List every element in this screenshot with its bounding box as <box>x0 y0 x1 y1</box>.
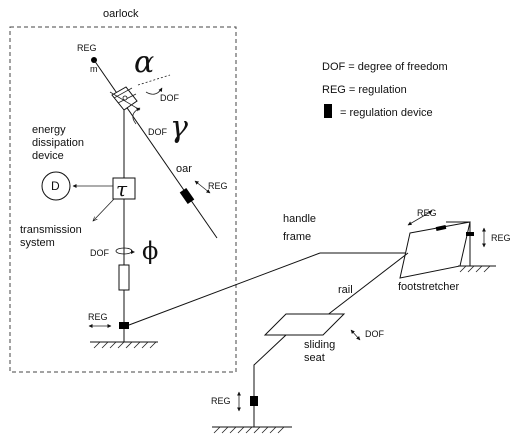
reg-label-mass: REG <box>77 43 97 53</box>
oarlock-pivot <box>109 86 141 111</box>
sliding-seat-plate <box>263 313 346 336</box>
seat-reg-label: REG <box>211 396 231 406</box>
oarlock-box <box>9 26 237 373</box>
rail-label: rail <box>338 284 353 296</box>
sliding-seat-label-2: seat <box>304 352 325 364</box>
phi-dof-arrowhead <box>131 250 135 254</box>
ground-footstretcher <box>458 265 496 273</box>
phi-symbol: ϕ <box>142 237 158 265</box>
footstretcher-height-reg-label: REG <box>491 233 511 243</box>
base-reg-label: REG <box>88 312 108 322</box>
oar-reg-label: REG <box>208 181 228 191</box>
oar-reg-arrow <box>194 180 211 194</box>
frame-label: frame <box>283 231 311 243</box>
alpha-dof-label: DOF <box>160 93 180 103</box>
d-device-label: D <box>51 179 60 193</box>
footstretcher-reg-device <box>435 225 447 231</box>
legend-device-icon <box>324 104 332 118</box>
oar-shaft <box>93 59 218 239</box>
alpha-dof-arrow <box>145 87 163 95</box>
legend-device: = regulation device <box>340 107 433 119</box>
gamma-symbol: γ <box>170 110 188 145</box>
sliding-seat-label-1: sliding <box>304 339 335 351</box>
mass-label: m <box>90 64 98 74</box>
oar-label: oar <box>176 163 192 175</box>
legend-dof: DOF = degree of freedom <box>322 61 448 73</box>
gamma-dof-label: DOF <box>148 127 168 137</box>
d-device-circle <box>41 171 71 201</box>
ground-seat <box>212 426 292 434</box>
alpha-axis <box>137 74 171 86</box>
cylinder <box>118 264 130 291</box>
transmission-label-1: transmission <box>20 224 82 236</box>
energy-label-1: energy <box>32 124 66 136</box>
energy-label-2: dissipation <box>32 137 84 149</box>
ground-oarlock <box>90 341 158 349</box>
footstretcher-height-device <box>466 232 474 236</box>
seat-post <box>253 334 287 427</box>
footstretcher-label: footstretcher <box>398 281 459 293</box>
oar-regulation-device <box>179 187 195 205</box>
transmission-arrow <box>93 198 115 221</box>
base-regulation-device <box>119 322 129 329</box>
energy-label-3: device <box>32 150 64 162</box>
handle-line <box>128 252 321 326</box>
seat-dof-label: DOF <box>365 329 385 339</box>
footstretcher-plate <box>399 221 471 279</box>
seat-dof-arrow <box>350 329 361 341</box>
footstretcher-reg-arrow <box>407 210 433 226</box>
alpha-symbol: α <box>134 45 154 80</box>
tau-symbol: τ <box>116 177 128 201</box>
phi-dof-label: DOF <box>90 248 110 258</box>
transmission-label-2: system <box>20 237 55 249</box>
seat-reg-device <box>250 396 258 406</box>
oarlock-title: oarlock <box>103 8 139 20</box>
gamma-dof-arrow <box>132 107 141 125</box>
legend-reg: REG = regulation <box>322 84 407 96</box>
footstretcher-reg-label: REG <box>417 208 437 218</box>
handle-label: handle <box>283 213 316 225</box>
